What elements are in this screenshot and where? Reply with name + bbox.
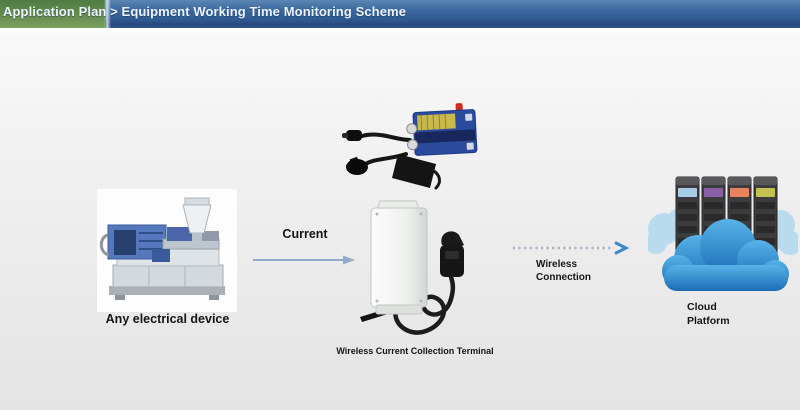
breadcrumb-title: Application Plan > Equipment Working Tim… bbox=[3, 4, 407, 19]
cloud-platform-label: Cloud Platform bbox=[687, 300, 730, 328]
terminal-with-clamp-icon bbox=[360, 200, 464, 335]
current-label: Current bbox=[282, 227, 328, 241]
wireless-connection-arrow-icon bbox=[508, 240, 636, 261]
power-adapter-module-icon bbox=[342, 103, 478, 190]
header-underline bbox=[0, 28, 800, 34]
electrical-device-image bbox=[97, 189, 237, 317]
collector-device-image bbox=[340, 98, 490, 198]
header-separator bbox=[104, 0, 111, 28]
electrical-device-label: Any electrical device bbox=[105, 312, 230, 326]
wireless-connection-label-line2: Connection bbox=[536, 272, 591, 283]
cloud-servers-icon bbox=[645, 176, 800, 291]
current-arrow-icon bbox=[250, 253, 360, 271]
terminal-label: Wireless Current Collection Terminal bbox=[336, 346, 494, 356]
wireless-connection-label-line1: Wireless bbox=[536, 259, 578, 270]
injection-molding-machine-icon bbox=[97, 189, 237, 312]
cloud-platform-image bbox=[645, 163, 800, 308]
header-green-section bbox=[0, 0, 105, 28]
cloud-platform-label-line2: Platform bbox=[687, 315, 730, 327]
header-bar: Application Plan > Equipment Working Tim… bbox=[0, 0, 800, 28]
cloud-platform-label-line1: Cloud bbox=[687, 301, 717, 313]
current-collection-terminal-image bbox=[358, 193, 488, 353]
wireless-connection-label: Wireless Connection bbox=[536, 258, 591, 284]
